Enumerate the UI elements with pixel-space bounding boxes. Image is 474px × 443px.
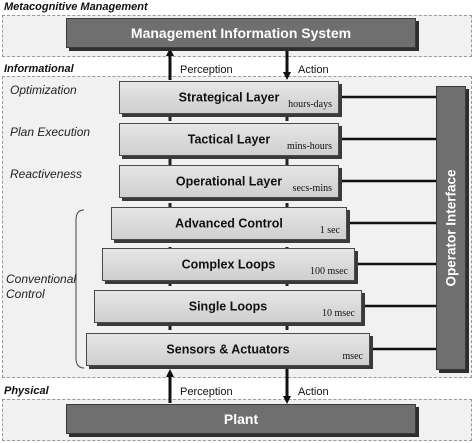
strategical-layer-box: Strategical Layer hours-days [119,81,339,114]
single-loops-box: Single Loops 10 msec [94,290,362,323]
bottom-action-label: Action [298,386,329,398]
sensors-actuators-time: msec [342,351,363,362]
conventional-control-label: Conventional Control [6,272,76,302]
informational-label: Informational [4,63,74,75]
strategical-layer-time: hours-days [288,99,332,110]
optimization-label: Optimization [10,83,77,97]
tactical-layer-box: Tactical Layer mins-hours [119,123,339,156]
operator-interface-label: Operator Interface [443,169,459,287]
conventional-control-line2: Control [6,287,45,301]
top-action-label: Action [298,64,329,76]
sensors-actuators-box: Sensors & Actuators msec [86,333,370,366]
physical-label: Physical [4,385,49,397]
operational-layer-time: secs-mins [292,183,332,194]
sensors-actuators-name: Sensors & Actuators [166,341,290,356]
management-information-system-box: Management Information System [66,18,416,48]
single-loops-name: Single Loops [188,298,268,313]
top-perception-label: Perception [180,64,233,76]
conventional-control-bracket [75,209,85,369]
plan-execution-label: Plan Execution [10,125,91,139]
operational-layer-name: Operational Layer [175,173,283,188]
operational-layer-box: Operational Layer secs-mins [119,165,339,198]
advanced-control-name: Advanced Control [175,215,283,230]
strategical-layer-name: Strategical Layer [178,89,280,104]
conventional-control-line1: Conventional [6,272,77,286]
metacognitive-management-label: Metacognitive Management [4,1,148,13]
advanced-control-time: 1 sec [319,225,340,236]
reactiveness-label: Reactiveness [10,167,83,181]
bottom-perception-label: Perception [180,386,233,398]
advanced-control-box: Advanced Control 1 sec [111,207,347,240]
tactical-layer-name: Tactical Layer [187,131,271,146]
complex-loops-time: 100 msec [309,266,348,277]
complex-loops-box: Complex Loops 100 msec [102,248,355,281]
operator-interface-box: Operator Interface [436,86,466,370]
tactical-layer-time: mins-hours [287,141,332,152]
plant-box: Plant [66,404,416,434]
single-loops-time: 10 msec [321,308,355,319]
complex-loops-name: Complex Loops [181,256,276,271]
